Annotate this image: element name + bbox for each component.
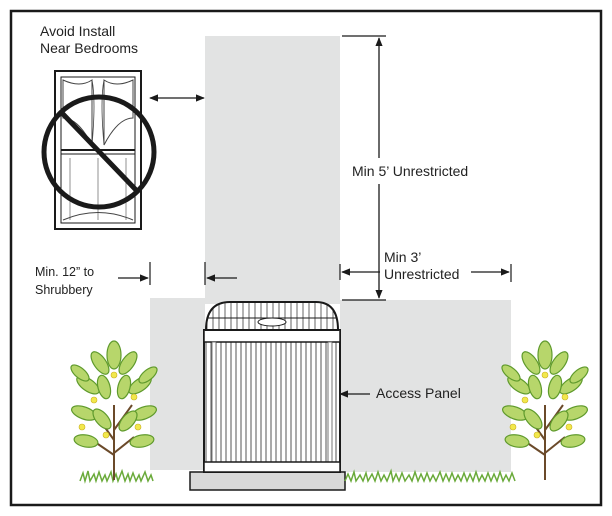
avoid-install-label-line1: Avoid Install <box>40 23 115 39</box>
shrub-icon <box>70 340 158 480</box>
access-panel-label: Access Panel <box>376 385 461 401</box>
min-3-label-line2: Unrestricted <box>384 266 459 282</box>
air-conditioner-unit-icon <box>203 301 341 473</box>
min-3-dimension <box>339 264 512 282</box>
avoid-install-label-line2: Near Bedrooms <box>40 40 138 56</box>
prohibited-icon <box>41 94 157 210</box>
min-3-label-line1: Min 3’ <box>384 249 421 265</box>
min-12-dimension <box>118 262 237 285</box>
diagram-border <box>9 9 603 507</box>
left-clearance-zone <box>150 298 205 470</box>
min-5-dimension <box>342 35 386 301</box>
ground-grass <box>79 468 516 491</box>
min-5-unrestricted-label: Min 5’ Unrestricted <box>352 163 468 179</box>
right-clearance-zone <box>340 300 511 472</box>
shrub-icon <box>501 340 589 480</box>
top-clearance-zone <box>205 36 340 304</box>
min-12-label-line2: Shrubbery <box>35 283 93 297</box>
min-12-label-line1: Min. 12” to <box>35 265 94 279</box>
